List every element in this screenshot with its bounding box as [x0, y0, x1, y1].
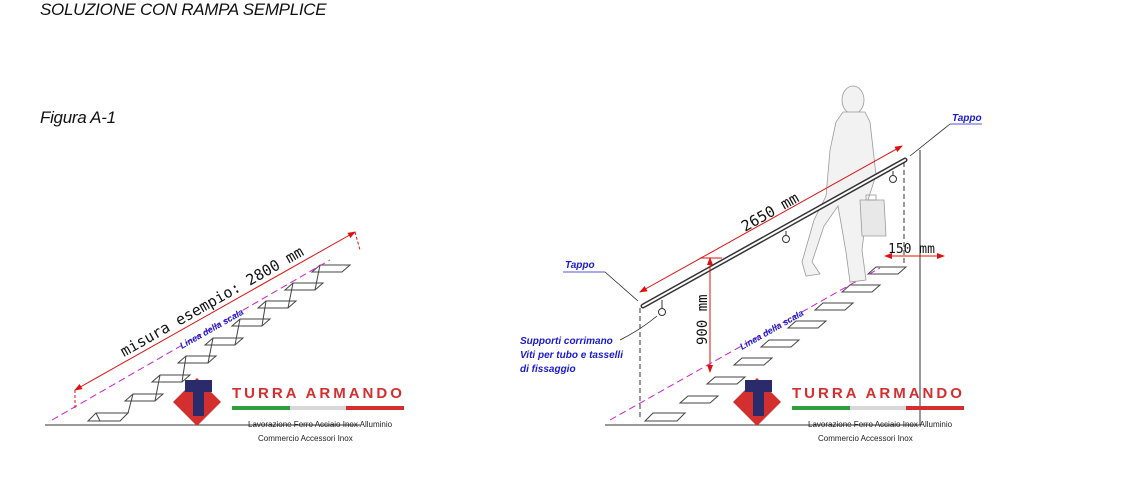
- right-logo: TURRA ARMANDO Lavorazione Ferro Acciaio …: [733, 378, 965, 443]
- left-measure-line: [74, 231, 356, 391]
- length-label: 2650 mm: [738, 189, 802, 236]
- tappo-left-leader: [604, 271, 639, 302]
- support-note-3: di fissaggio: [520, 364, 576, 375]
- right-diagram: Linea della scala 2650 mm 900 mm 150 m: [520, 85, 982, 426]
- tappo-left-label: Tappo: [565, 260, 595, 271]
- support-note-2: Viti per tubo e tasselli: [520, 350, 623, 361]
- support-note-1: Supporti corrimano: [520, 336, 613, 347]
- offset-label: 150 mm: [888, 242, 935, 257]
- figure-subtitle: Figura A-1: [40, 108, 116, 127]
- logo-tagline-1: Lavorazione Ferro Acciaio Inox Alluminio: [808, 420, 953, 429]
- logo-name: TURRA ARMANDO: [232, 385, 405, 402]
- logo-mark-icon: [733, 378, 781, 426]
- length-dimension-line: [639, 145, 903, 293]
- logo-mark-icon: [173, 378, 221, 426]
- right-stair-line: [609, 267, 881, 421]
- person-icon: [801, 85, 887, 283]
- tappo-top-label: Tappo: [952, 113, 982, 124]
- logo-name: TURRA ARMANDO: [792, 385, 965, 402]
- page-title: SOLUZIONE CON RAMPA SEMPLICE: [40, 0, 327, 19]
- height-label: 900 mm: [695, 294, 711, 345]
- logo-tagline-1: Lavorazione Ferro Acciaio Inox Alluminio: [248, 420, 393, 429]
- logo-tagline-2: Commercio Accessori Inox: [258, 434, 353, 443]
- support-leader: [619, 315, 658, 341]
- left-logo: TURRA ARMANDO Lavorazione Ferro Acciaio …: [173, 378, 405, 443]
- tappo-top-leader: [909, 123, 951, 157]
- logo-tagline-2: Commercio Accessori Inox: [818, 434, 913, 443]
